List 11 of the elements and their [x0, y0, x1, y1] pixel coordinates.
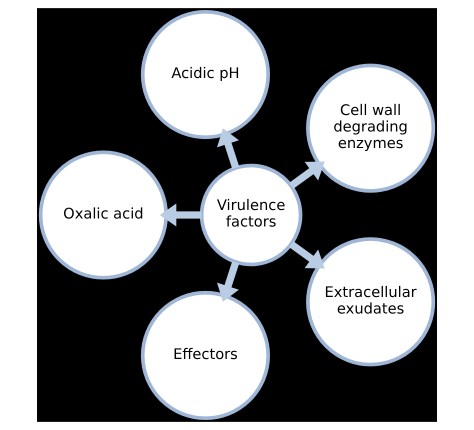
node-circle: Oxalic acid — [38, 150, 168, 280]
arrow — [160, 203, 202, 227]
arrow — [289, 241, 325, 268]
node-circle: Effectors — [140, 290, 270, 420]
arrow — [217, 261, 240, 302]
node-circle: Virulence factors — [200, 164, 302, 266]
node-circle: Cell wall degrading enzymes — [306, 64, 436, 193]
arrow — [289, 162, 325, 189]
node-circle: Extracellular exudates — [306, 237, 436, 366]
arrow — [217, 128, 240, 169]
node-circle: Acidic pH — [140, 10, 270, 140]
